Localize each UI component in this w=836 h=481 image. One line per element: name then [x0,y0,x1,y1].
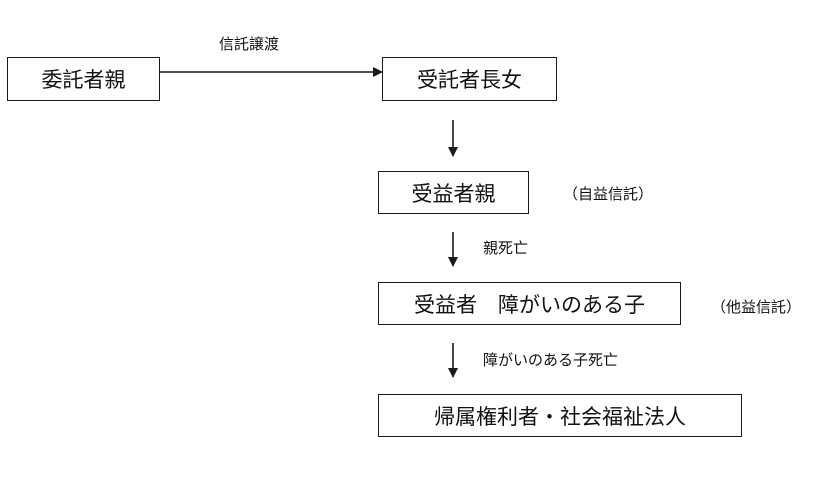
settlor-label: 委託者親 [41,68,126,92]
first-beneficiary-label: 受益者親 [411,181,496,206]
other-benefit-note: （他益信託） [711,298,802,316]
second-beneficiary-label: 受益者 障がいのある子 [414,292,645,317]
parent-death-note: 親死亡 [483,239,529,257]
second-beneficiary-box: 受益者 障がいのある子 [378,282,681,325]
child-death-note: 障がいのある子死亡 [483,351,619,369]
self-benefit-note: （自益信託） [563,185,654,203]
trustee-box: 受託者長女 [382,57,557,101]
first-beneficiary-box: 受益者親 [378,171,529,214]
transfer-note: 信託譲渡 [219,35,280,53]
settlor-box: 委託者親 [7,57,160,101]
trustee-label: 受託者長女 [417,68,522,92]
residual-holder-label: 帰属権利者・社会福祉法人 [434,404,686,429]
residual-holder-box: 帰属権利者・社会福祉法人 [378,394,742,437]
